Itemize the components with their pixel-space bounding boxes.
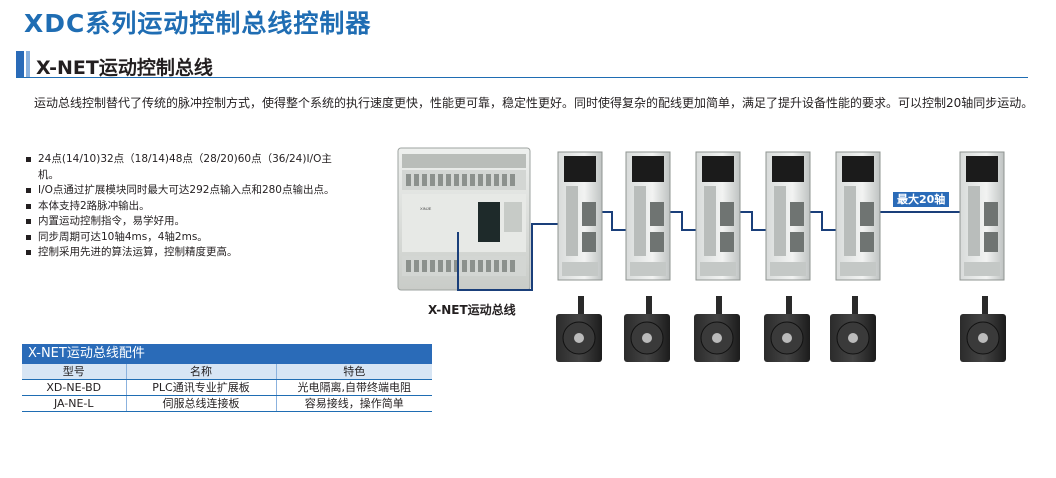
servo-drive xyxy=(695,151,741,281)
servo-motor xyxy=(830,296,876,362)
table-row: XD-NE-BD PLC通讯专业扩展板 光电隔离,自带终端电阻 xyxy=(22,379,432,396)
bus-label: X-NET运动总线 xyxy=(428,303,516,317)
servo-motor xyxy=(694,296,740,362)
table-cell: JA-NE-L xyxy=(22,395,126,412)
table-cell: 光电隔离,自带终端电阻 xyxy=(275,379,432,396)
feature-item: 内置运动控制指令，易学好用。 xyxy=(24,214,344,230)
servo-drive xyxy=(557,151,603,281)
feature-item: 24点(14/10)32点（18/14)48点（28/20)60点（36/24)… xyxy=(24,152,344,183)
servo-motor xyxy=(764,296,810,362)
servo-motor xyxy=(556,296,602,362)
accessory-table: 型号 名称 特色 XD-NE-BD PLC通讯专业扩展板 光电隔离,自带终端电阻… xyxy=(22,364,432,412)
column-header-name: 名称 xyxy=(125,364,276,380)
max-axis-badge: 最大20轴 xyxy=(893,192,950,207)
accessory-table-title: X-NET运动总线配件 xyxy=(22,344,432,364)
section-marker-accent xyxy=(26,51,30,77)
plc-brand-text: XINJE xyxy=(420,206,432,211)
feature-item: 同步周期可达10轴4ms，4轴2ms。 xyxy=(24,230,344,246)
table-cell: 伺服总线连接板 xyxy=(125,395,276,412)
column-header-model: 型号 xyxy=(22,364,126,380)
servo-drive xyxy=(959,151,1005,281)
intro-paragraph: 运动总线控制替代了传统的脉冲控制方式，使得整个系统的执行速度更快，性能更可靠，稳… xyxy=(34,96,1034,110)
bus-line xyxy=(457,211,960,291)
table-cell: PLC通讯专业扩展板 xyxy=(125,379,276,396)
servo-drive xyxy=(765,151,811,281)
section-marker xyxy=(16,51,24,77)
table-cell: 容易接线，操作简单 xyxy=(275,395,432,412)
servo-motor xyxy=(960,296,1006,362)
servo-drive xyxy=(835,151,881,281)
system-diagram: XINJE xyxy=(397,147,1006,362)
servo-motor xyxy=(624,296,670,362)
column-header-feature: 特色 xyxy=(275,364,432,380)
feature-item: 控制采用先进的算法运算，控制精度更高。 xyxy=(24,245,344,261)
page-title: XDC系列运动控制总线控制器 xyxy=(24,9,372,38)
table-header-row: 型号 名称 特色 xyxy=(22,364,432,380)
feature-item: 本体支持2路脉冲输出。 xyxy=(24,199,344,215)
section-title: X-NET运动控制总线 xyxy=(36,57,213,79)
plc-controller: XINJE xyxy=(397,147,531,291)
feature-list: 24点(14/10)32点（18/14)48点（28/20)60点（36/24)… xyxy=(24,152,344,261)
section-divider xyxy=(16,77,1028,78)
table-cell: XD-NE-BD xyxy=(22,379,126,396)
feature-item: I/O点通过扩展模块同时最大可达292点输入点和280点输出点。 xyxy=(24,183,344,199)
servo-drive xyxy=(625,151,671,281)
table-row: JA-NE-L 伺服总线连接板 容易接线，操作简单 xyxy=(22,395,432,412)
